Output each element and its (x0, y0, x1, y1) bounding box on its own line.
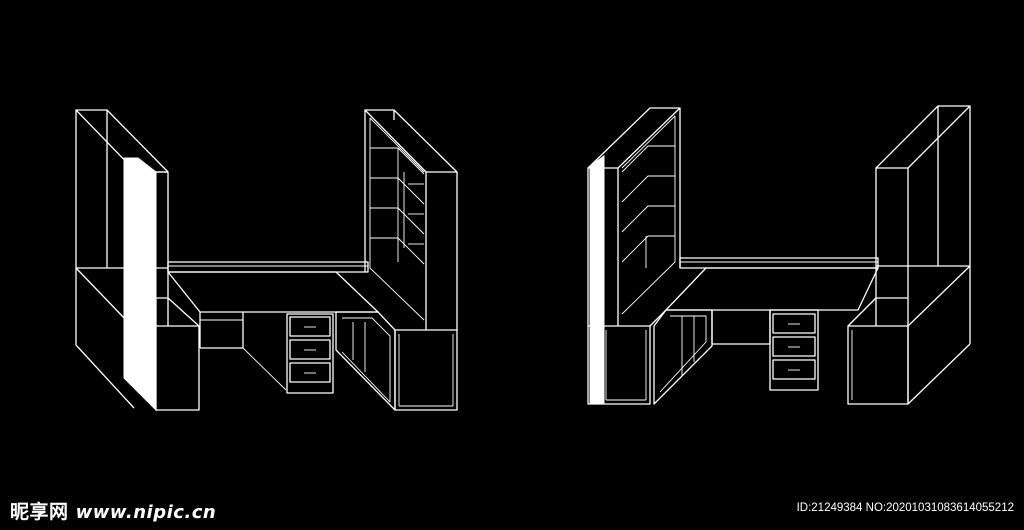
image-id-line: ID:21249384 NO:20201031083614055212 (796, 502, 1014, 514)
right-bookshelf-tower (587, 107, 681, 405)
watermark-site: www.nipic.cn (75, 502, 217, 523)
right-tall-cabinet (847, 105, 971, 405)
left-drawer-unit (286, 313, 334, 394)
right-corner-cabinet (653, 309, 713, 405)
watermark-brand: 昵享网 (10, 501, 69, 523)
watermark: 昵享网 www.nipic.cn (10, 497, 216, 524)
right-drawer-unit (769, 309, 819, 391)
right-desk-unit (587, 105, 971, 405)
right-desk-top (649, 257, 879, 390)
left-bookshelf-tower (364, 109, 458, 411)
left-desk-unit (75, 109, 458, 412)
left-tall-cabinet (75, 109, 200, 412)
left-corner-cabinet (335, 311, 396, 411)
